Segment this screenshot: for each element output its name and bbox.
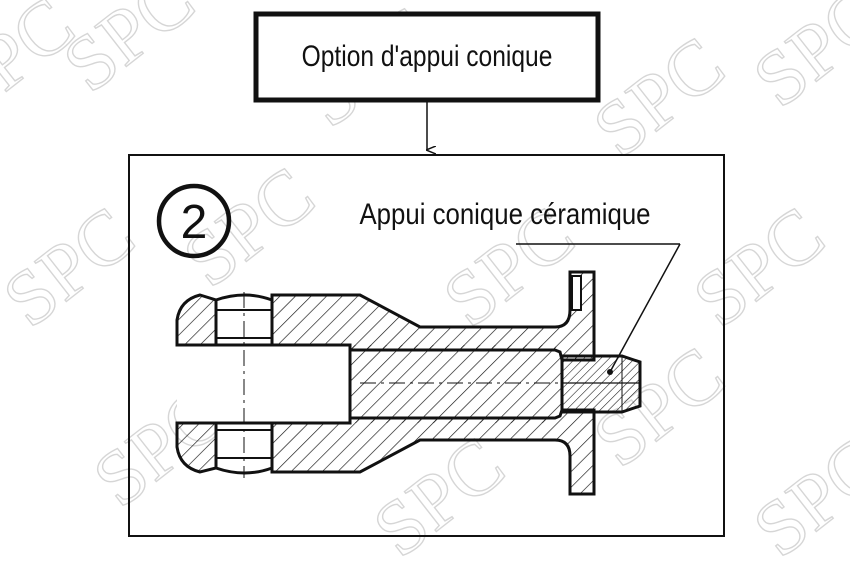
callout-leader — [609, 243, 681, 373]
title-box — [253, 11, 601, 103]
callout-label: Appui conique céramique — [359, 197, 650, 230]
watermark-text: SPC — [737, 419, 850, 567]
view-number: 2 — [181, 196, 208, 249]
fork-slot — [177, 343, 352, 425]
title-text: Option d'appui conique — [302, 39, 553, 73]
watermark-text: SPC — [737, 0, 850, 123]
shaft-core — [350, 345, 562, 423]
watermark-text: SPC — [677, 189, 840, 343]
view-number-circle — [156, 183, 232, 259]
watermark-text: SPC — [0, 189, 150, 343]
watermark-text: SPC — [47, 0, 210, 108]
ceramic-cone — [560, 354, 642, 414]
view-frame — [128, 154, 725, 537]
flange-notch — [571, 275, 582, 311]
part-section — [175, 270, 642, 496]
upper-jaw — [175, 293, 218, 347]
watermark-text: SPC — [577, 19, 740, 173]
